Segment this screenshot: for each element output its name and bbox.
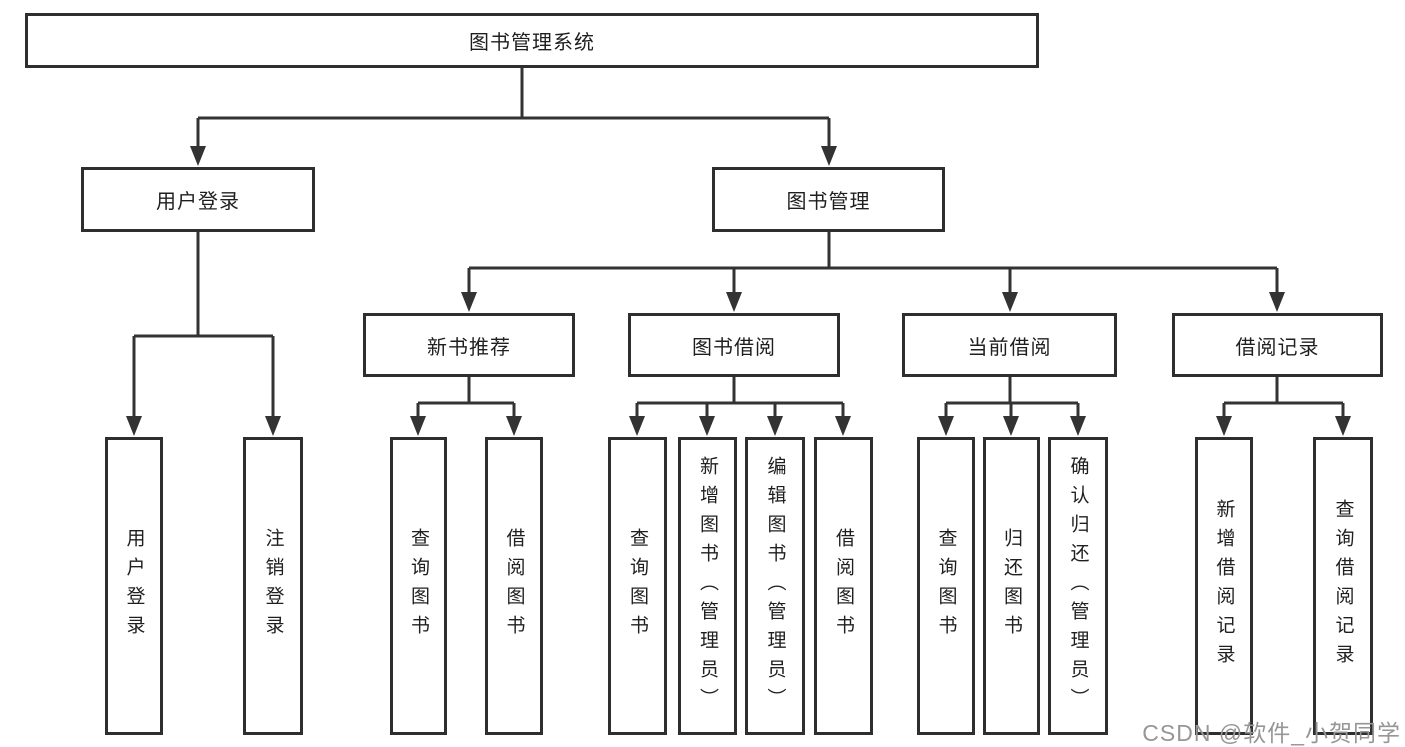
node-label: 新增借阅记录	[1213, 499, 1235, 673]
node-label: 编辑图书（管理员）	[764, 455, 786, 717]
node-borrowing-records: 借阅记录	[1172, 313, 1383, 377]
node-add-borrow-record: 新增借阅记录	[1195, 437, 1253, 735]
node-label: 确认归还（管理员）	[1067, 455, 1089, 717]
node-edit-books-admin: 编辑图书（管理员）	[745, 437, 805, 735]
node-return-books: 归还图书	[983, 437, 1040, 735]
node-label: 查询图书	[627, 528, 648, 644]
node-label: 查询借阅记录	[1332, 499, 1354, 673]
node-label: 借阅图书	[833, 528, 854, 644]
node-label: 查询图书	[408, 528, 429, 644]
node-user-login-leaf: 用户登录	[105, 437, 163, 735]
node-label: 借阅图书	[503, 528, 525, 644]
node-library-system: 图书管理系统	[25, 13, 1039, 68]
node-confirm-return-admin: 确认归还（管理员）	[1048, 437, 1108, 735]
node-label: 查询图书	[935, 528, 957, 644]
node-add-books-admin: 新增图书（管理员）	[678, 437, 737, 735]
node-book-borrowing: 图书借阅	[628, 313, 840, 377]
watermark: CSDN @软件_小贺同学	[1142, 720, 1401, 746]
node-label: 注销登录	[262, 528, 284, 644]
arrowhead-icons	[126, 146, 1351, 436]
node-query-borrow-record: 查询借阅记录	[1313, 437, 1373, 735]
node-borrow-books-recommend: 借阅图书	[485, 437, 543, 735]
node-label: 新增图书（管理员）	[697, 455, 718, 717]
node-current-borrowing: 当前借阅	[902, 313, 1117, 377]
node-borrow-books-leaf: 借阅图书	[814, 437, 873, 735]
node-query-books-recommend: 查询图书	[390, 437, 447, 735]
node-label: 用户登录	[123, 528, 145, 644]
node-query-books-borrowing: 查询图书	[608, 437, 667, 735]
node-book-management: 图书管理	[712, 167, 945, 232]
node-logout-leaf: 注销登录	[243, 437, 303, 735]
node-user-login: 用户登录	[81, 167, 315, 232]
node-query-books-current: 查询图书	[917, 437, 975, 735]
node-new-book-recommend: 新书推荐	[363, 313, 575, 377]
node-label: 归还图书	[1001, 528, 1022, 644]
